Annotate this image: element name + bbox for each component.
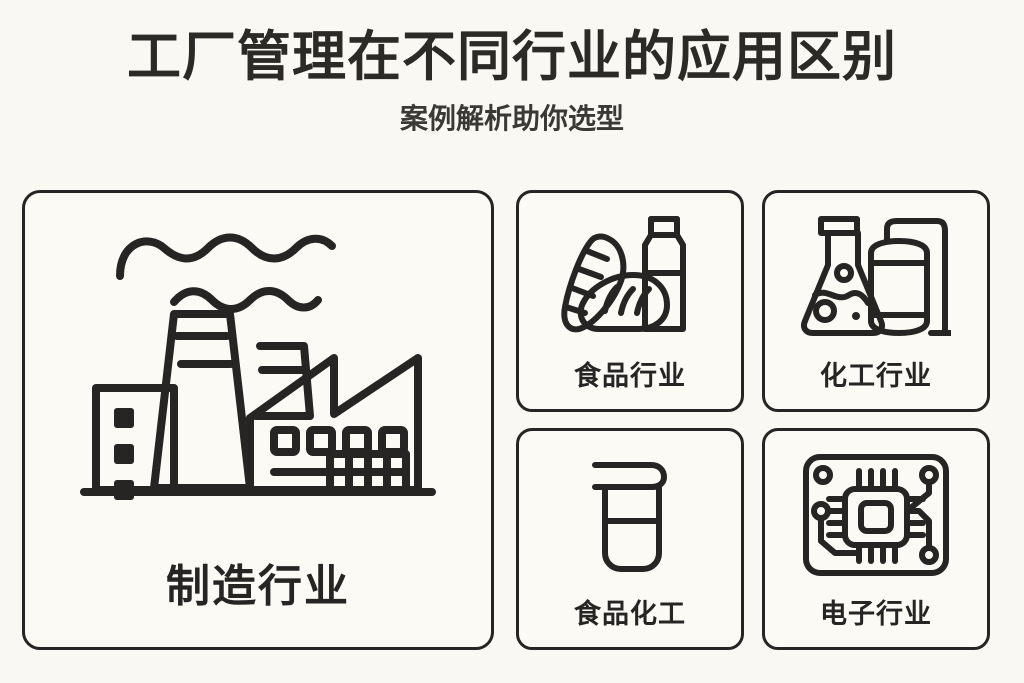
bread-bottle-icon-wrap [519, 207, 741, 347]
flask-tank-icon-wrap [765, 207, 987, 347]
beaker-icon [592, 462, 667, 572]
card-food-label: 食品行业 [574, 361, 686, 391]
factory-icon-wrap [25, 211, 491, 541]
card-manufacturing[interactable]: 制造行业 [22, 190, 494, 650]
beaker-icon-wrap [519, 445, 741, 585]
card-food-chemical[interactable]: 食品化工 [516, 428, 744, 650]
card-chemical-label: 化工行业 [820, 361, 932, 391]
microchip-icon-wrap [765, 445, 987, 585]
card-chemical[interactable]: 化工行业 [762, 190, 990, 412]
page-subtitle: 案例解析助你选型 [399, 103, 624, 134]
card-manufacturing-label: 制造行业 [166, 562, 350, 611]
card-food-chemical-label: 食品化工 [574, 599, 686, 629]
card-food[interactable]: 食品行业 [516, 190, 744, 412]
card-electronic-label: 电子行业 [820, 599, 932, 629]
bread-bottle-icon [561, 216, 686, 333]
page-title: 工厂管理在不同行业的应用区别 [127, 27, 897, 87]
factory-icon [80, 233, 436, 500]
flask-tank-icon [801, 216, 951, 336]
card-electronic[interactable]: 电子行业 [762, 428, 990, 650]
microchip-icon [803, 454, 949, 576]
poster-header: 工厂管理在不同行业的应用区别 案例解析助你选型 [0, 0, 1024, 136]
